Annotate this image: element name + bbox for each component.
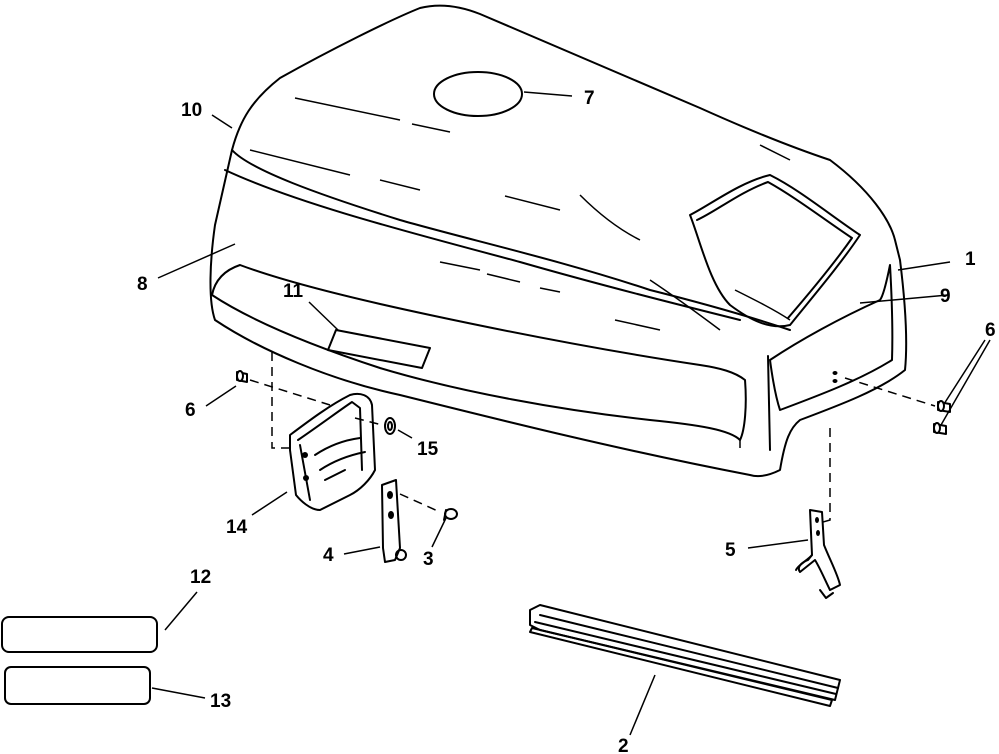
assembly-lines [249, 352, 936, 523]
callout-labels: 1 2 3 4 5 6 6 7 8 9 10 11 12 13 14 15 [137, 88, 996, 754]
callout-6-right: 6 [985, 320, 996, 341]
seal-strip [529, 604, 841, 707]
callout-6-left: 6 [185, 400, 196, 421]
callout-2: 2 [618, 736, 629, 754]
engine-cover [209, 4, 908, 478]
latch-bracket [289, 392, 376, 511]
screw-6-left [236, 370, 248, 383]
callout-3: 3 [423, 549, 434, 570]
callout-12: 12 [190, 567, 211, 588]
callout-1: 1 [965, 249, 976, 270]
callout-7: 7 [584, 88, 595, 109]
callout-15: 15 [417, 439, 439, 460]
screw-6-right-upper [937, 400, 951, 413]
callout-13: 13 [210, 691, 231, 712]
callout-9: 9 [940, 286, 951, 307]
clip-15 [384, 417, 396, 435]
decal-13 [4, 666, 151, 705]
callout-10: 10 [181, 100, 202, 121]
latch-plate [381, 479, 407, 563]
screw-6-right-lower [933, 422, 947, 435]
leader-lines [151, 91, 991, 736]
callout-8: 8 [137, 274, 148, 295]
callout-11: 11 [283, 281, 304, 302]
hook-bracket-5 [795, 509, 841, 599]
screw-3 [443, 508, 458, 521]
callout-5: 5 [725, 540, 736, 561]
callout-4: 4 [323, 545, 334, 566]
decal-12 [1, 616, 158, 653]
callout-14: 14 [226, 517, 248, 538]
